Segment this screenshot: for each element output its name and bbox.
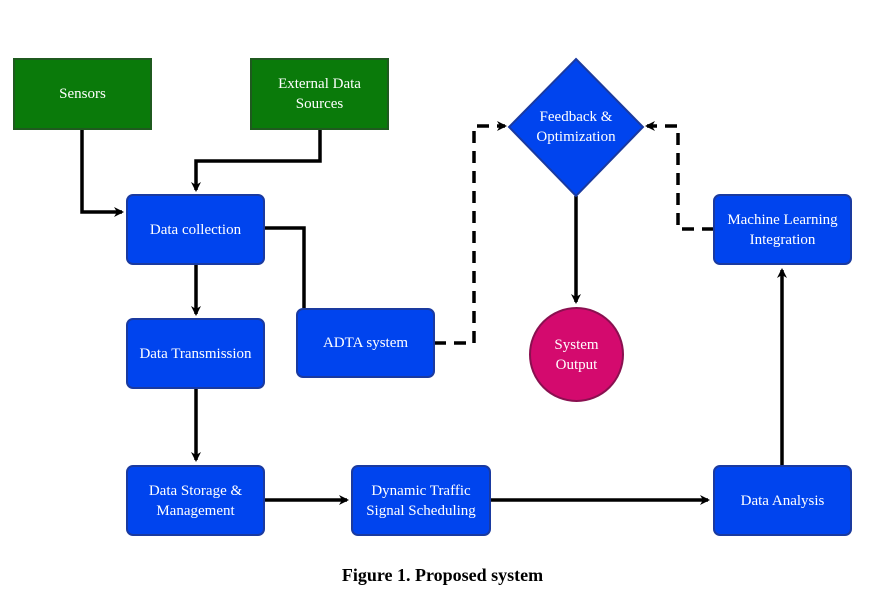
node-system-output-label: System Output [554,336,599,373]
node-machine-learning: Machine Learning Integration [713,194,852,265]
connector-ml-to-feedback [645,121,714,231]
node-adta-system: ADTA system [296,308,435,378]
node-data-transmission: Data Transmission [126,318,265,389]
node-data-transmission-label: Data Transmission [139,345,252,362]
node-external-data-sources-label: External Data Sources [278,76,361,112]
node-data-collection: Data collection [126,194,265,265]
node-feedback: Feedback & Optimization [520,100,632,154]
node-data-storage-label: Data Storage & Management [148,482,243,519]
connector-sensors-to-collection [80,129,124,217]
node-sensors: Sensors [13,58,152,130]
node-adta-system-label: ADTA system [322,335,409,351]
node-dynamic-traffic-label: Dynamic Traffic Signal Scheduling [366,482,476,519]
connector-adta-to-feedback [434,121,507,345]
node-data-collection-label: Data collection [149,221,242,238]
node-system-output: System Output [529,307,624,402]
node-machine-learning-label: Machine Learning Integration [727,211,838,248]
feedback-diamond-shape [507,57,645,198]
node-data-analysis-label: Data Analysis [740,492,825,509]
figure-caption: Figure 1. Proposed system [341,565,544,585]
connector-collection-to-adta [264,226,306,308]
node-sensors-label: Sensors [59,86,106,102]
node-external-data-sources: External Data Sources [250,58,389,130]
node-feedback-label: Feedback & Optimization [536,109,616,145]
connector-external-to-collection [191,129,322,192]
node-data-analysis: Data Analysis [713,465,852,536]
node-dynamic-traffic: Dynamic Traffic Signal Scheduling [351,465,491,536]
node-data-storage: Data Storage & Management [126,465,265,536]
